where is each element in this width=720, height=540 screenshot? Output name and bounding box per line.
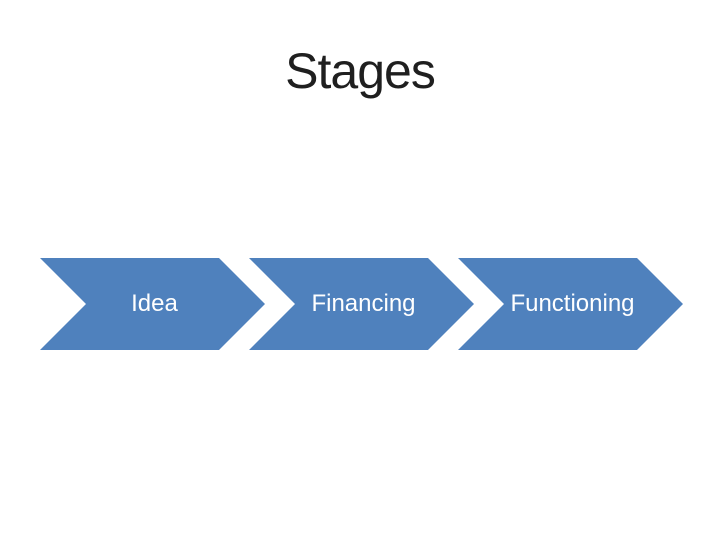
chevron-stage-financing: Financing — [249, 258, 474, 350]
chevron-process-diagram: Idea Financing Functioning — [0, 258, 720, 350]
stage-label-financing: Financing — [311, 290, 416, 317]
slide-title: Stages — [285, 43, 436, 99]
chevron-stage-functioning: Functioning — [458, 258, 683, 350]
chevron-stage-idea: Idea — [40, 258, 265, 350]
stage-label-functioning: Functioning — [510, 290, 635, 317]
stage-label-idea: Idea — [131, 290, 178, 317]
